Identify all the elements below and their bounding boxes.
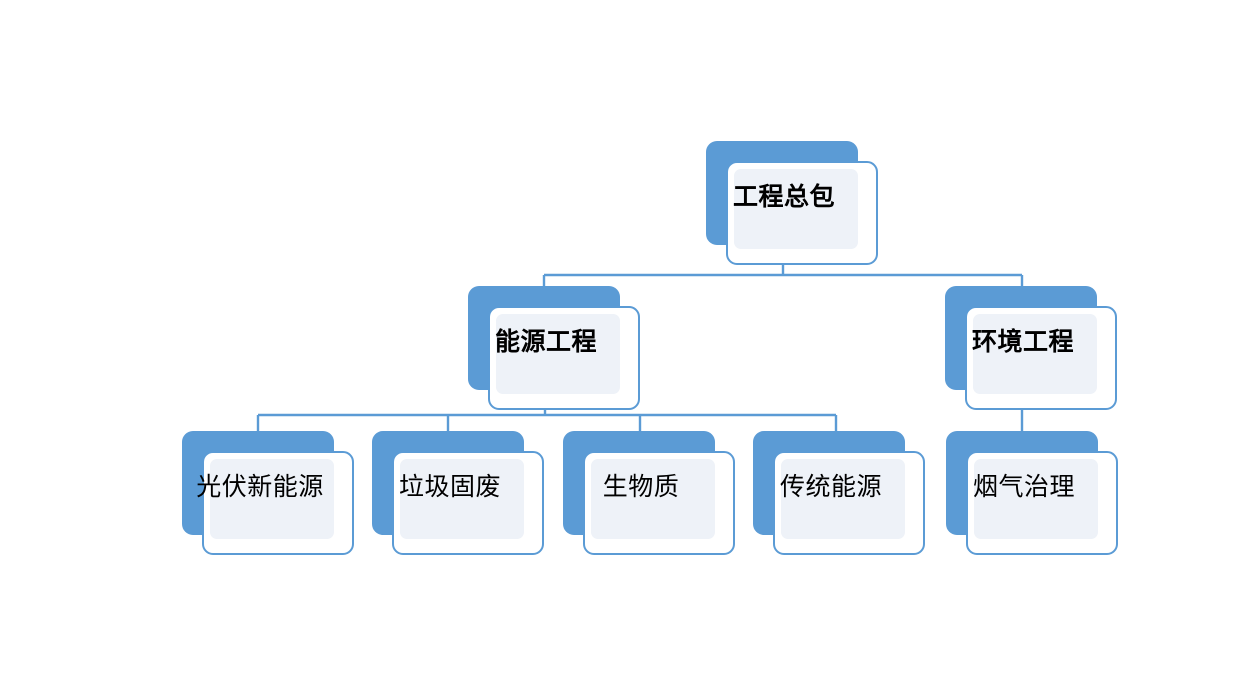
node-root-inner-fill (734, 169, 858, 249)
node-pv-card: 光伏新能源 (196, 451, 354, 555)
node-fluegas[interactable]: 烟气治理 (946, 431, 1118, 555)
node-traditional-card: 传统能源 (773, 451, 925, 555)
node-energy-inner-fill (496, 314, 620, 394)
node-energy[interactable]: 能源工程 (468, 286, 640, 410)
node-fluegas-label: 烟气治理 (972, 472, 1075, 501)
node-energy-card: 能源工程 (488, 306, 640, 410)
node-fluegas-card: 烟气治理 (966, 451, 1118, 555)
node-traditional-inner-fill (781, 459, 905, 539)
node-biomass-label: 生物质 (602, 472, 680, 501)
node-environment-inner-fill (973, 314, 1097, 394)
node-environment[interactable]: 环境工程 (945, 286, 1117, 410)
node-biomass-inner-fill (591, 459, 715, 539)
node-waste-label: 垃圾固废 (398, 472, 501, 501)
node-pv-label: 光伏新能源 (196, 472, 324, 501)
node-pv[interactable]: 光伏新能源 (182, 431, 354, 555)
node-traditional-label: 传统能源 (779, 472, 882, 501)
node-waste[interactable]: 垃圾固废 (372, 431, 544, 555)
node-waste-inner-fill (400, 459, 524, 539)
node-energy-label: 能源工程 (494, 327, 597, 356)
node-root-label: 工程总包 (732, 182, 835, 211)
node-biomass[interactable]: 生物质 (563, 431, 735, 555)
node-traditional[interactable]: 传统能源 (753, 431, 925, 555)
node-pv-inner-fill (210, 459, 334, 539)
node-environment-card: 环境工程 (965, 306, 1117, 410)
node-fluegas-inner-fill (974, 459, 1098, 539)
node-root-card: 工程总包 (726, 161, 878, 265)
node-environment-label: 环境工程 (971, 327, 1074, 356)
node-biomass-card: 生物质 (583, 451, 735, 555)
node-root[interactable]: 工程总包 (706, 141, 878, 265)
node-waste-card: 垃圾固废 (392, 451, 544, 555)
